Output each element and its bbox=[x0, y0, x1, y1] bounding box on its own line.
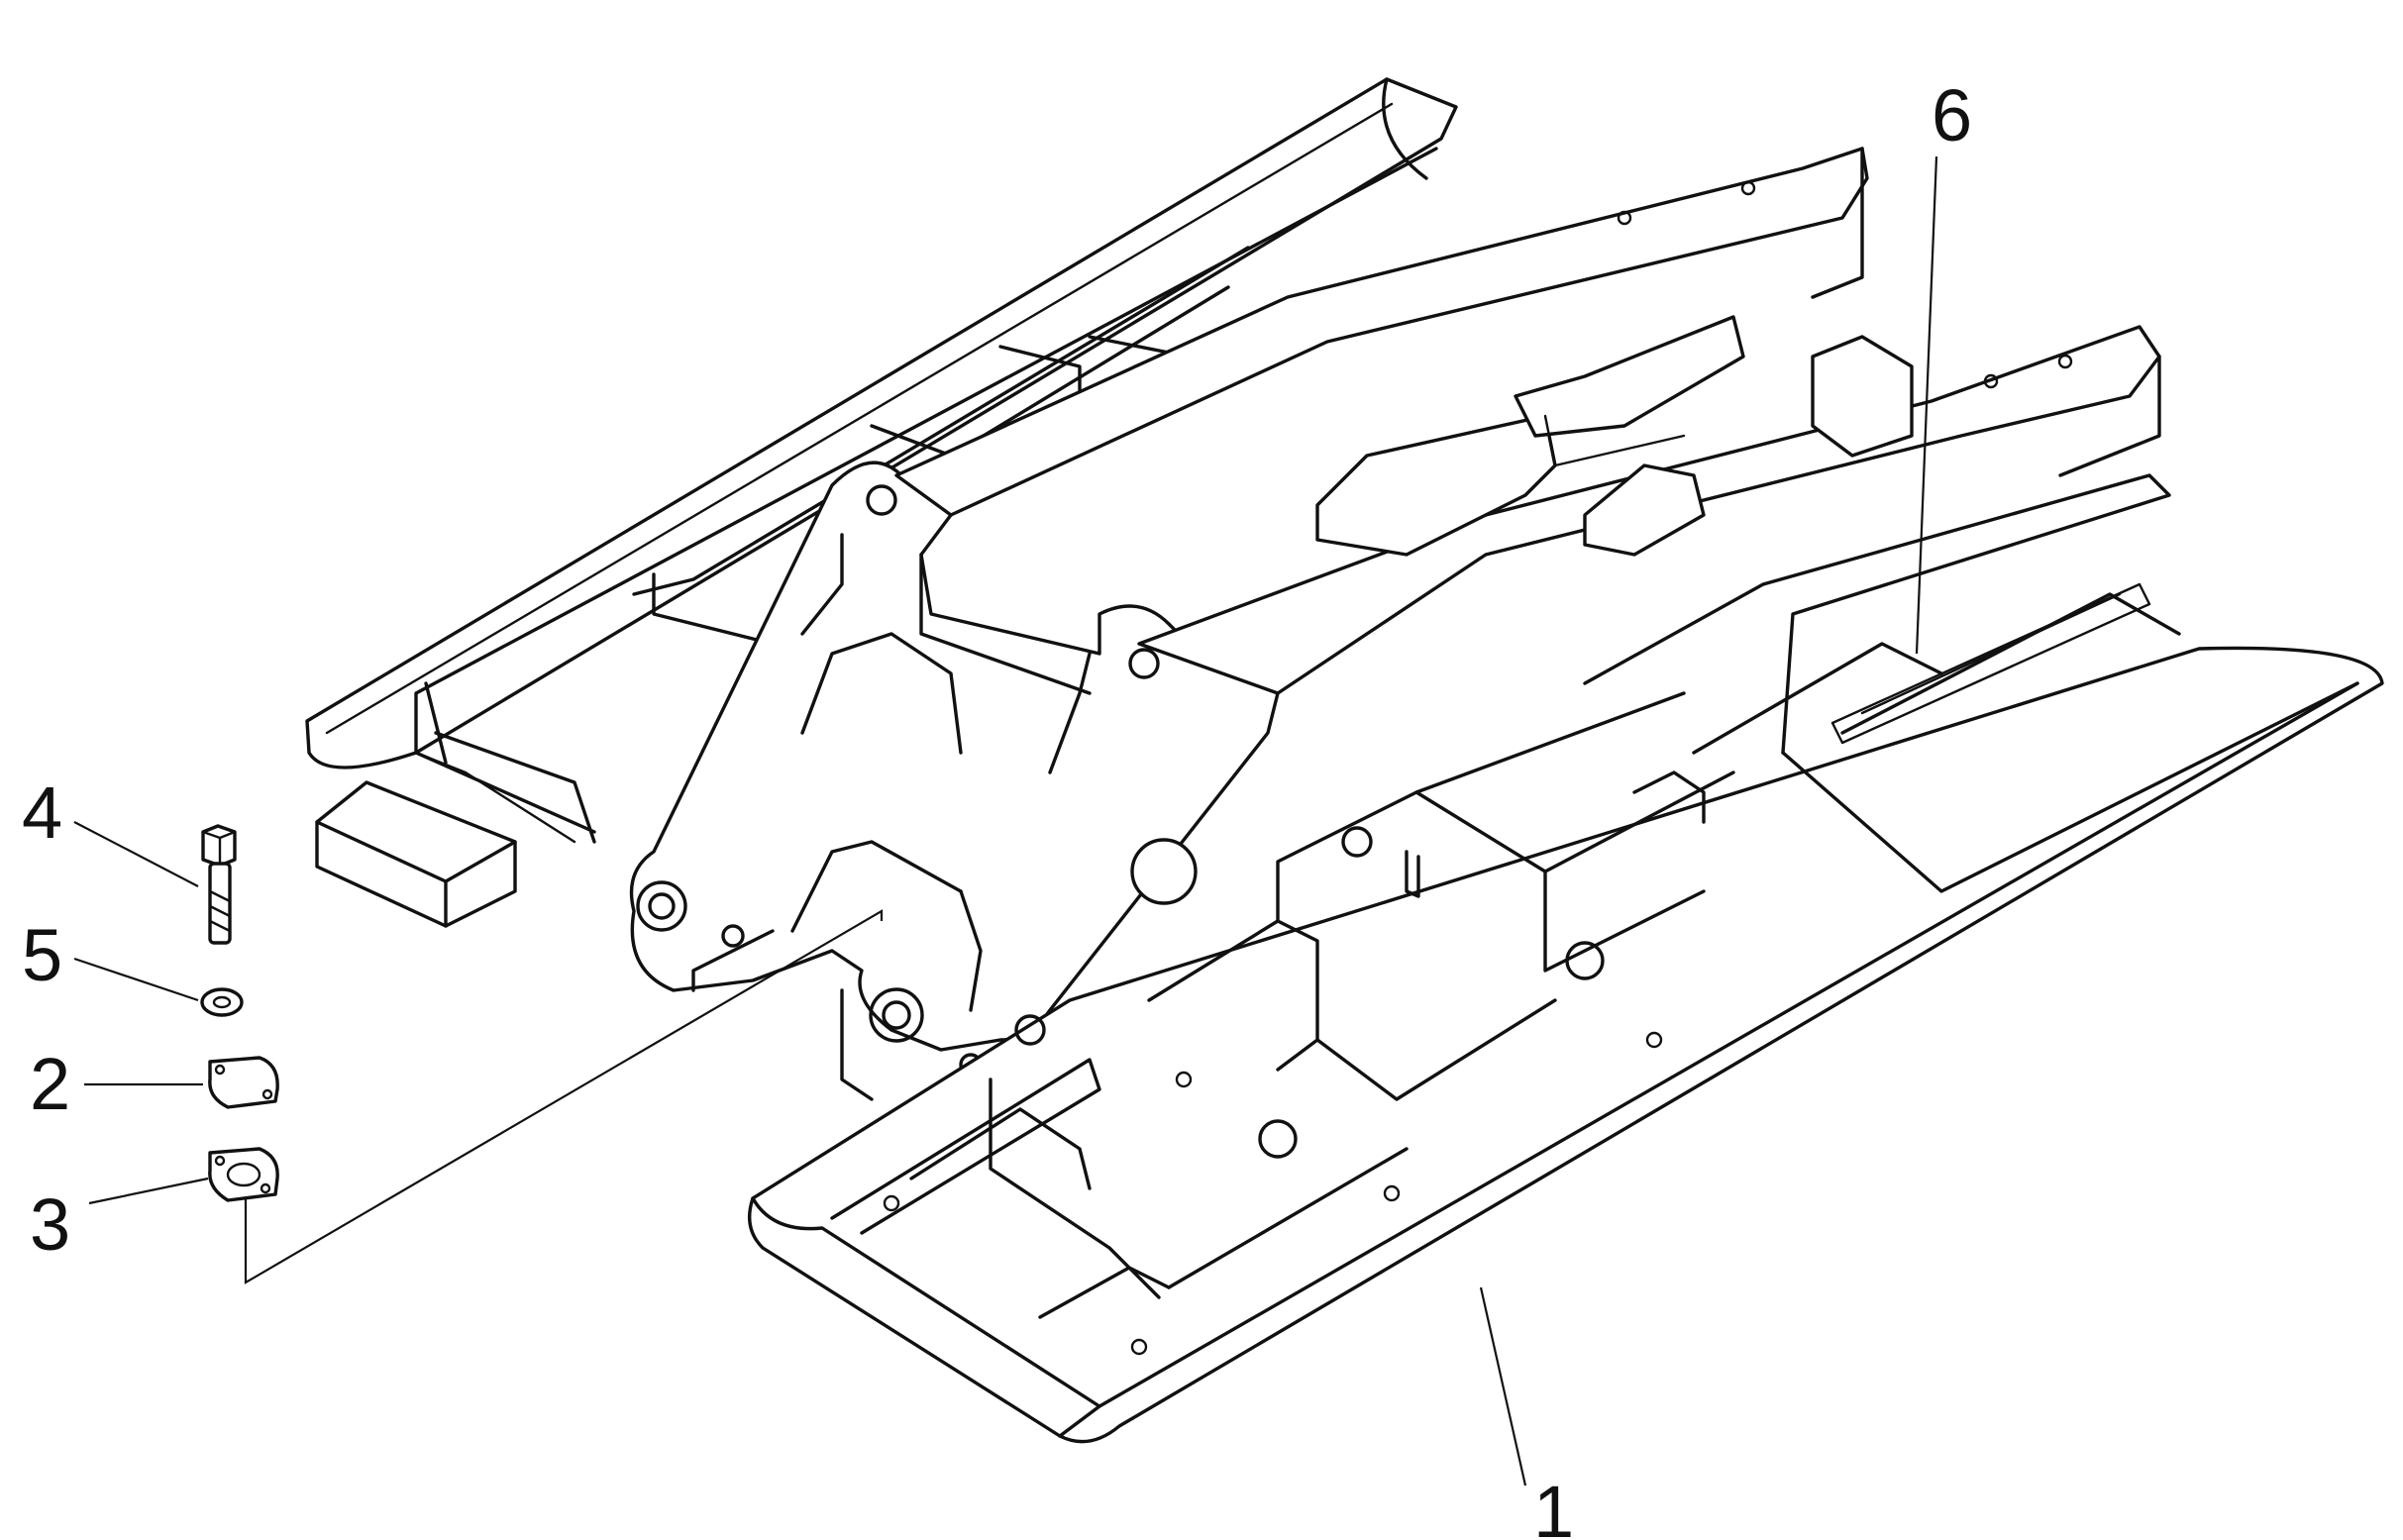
part-5-washer-hole bbox=[212, 995, 232, 1009]
upper-frame-rail bbox=[305, 77, 1458, 844]
inner-frame-members bbox=[414, 147, 1438, 844]
part-5-washer bbox=[200, 987, 244, 1017]
callout-leaders bbox=[73, 155, 1938, 1487]
left-side-block bbox=[315, 780, 517, 928]
callout-5: 5 bbox=[22, 914, 62, 996]
callout-3: 3 bbox=[30, 1183, 70, 1266]
callout-1: 1 bbox=[1533, 1471, 1574, 1540]
callout-2: 2 bbox=[30, 1043, 70, 1125]
front-platform bbox=[748, 473, 2384, 1444]
part-3-gasket bbox=[208, 1147, 279, 1202]
part-2-cover bbox=[208, 1056, 279, 1109]
center-housing bbox=[1315, 315, 1914, 557]
callout-6: 6 bbox=[1932, 74, 1972, 156]
boom-bracket bbox=[629, 461, 1280, 1101]
part-4-bolt bbox=[201, 824, 237, 945]
callout-4: 4 bbox=[22, 771, 62, 854]
parts-group-leader bbox=[244, 909, 884, 1284]
